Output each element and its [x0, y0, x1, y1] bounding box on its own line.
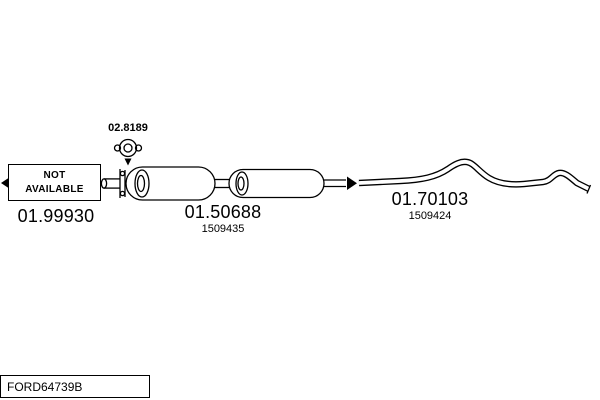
exit-pipe	[324, 179, 346, 188]
footer-code: FORD64739B	[7, 379, 83, 394]
front-muffler	[125, 166, 216, 201]
direction-arrow-icon	[1, 177, 10, 189]
part-number-rear: 01.70103	[391, 189, 469, 209]
part-number-front: 01.50688	[184, 202, 262, 222]
gasket-part-number: 02.8189	[108, 122, 148, 134]
part-number-left: 01.99930	[17, 206, 95, 226]
footer-code-box: FORD64739B	[0, 375, 150, 398]
not-available-box: NOT AVAILABLE	[8, 164, 101, 201]
center-muffler	[228, 168, 325, 199]
not-available-line1: NOT	[43, 170, 66, 181]
inlet-pipe	[100, 178, 120, 189]
ref-number-front: 1509435	[201, 223, 245, 235]
joint-arrow-icon	[347, 176, 357, 190]
gasket-icon	[113, 138, 143, 166]
connecting-pipe	[215, 178, 230, 189]
ref-number-rear: 1509424	[408, 210, 452, 222]
rear-pipe	[358, 158, 592, 194]
flange	[119, 169, 126, 198]
not-available-line2: AVAILABLE	[25, 183, 84, 195]
